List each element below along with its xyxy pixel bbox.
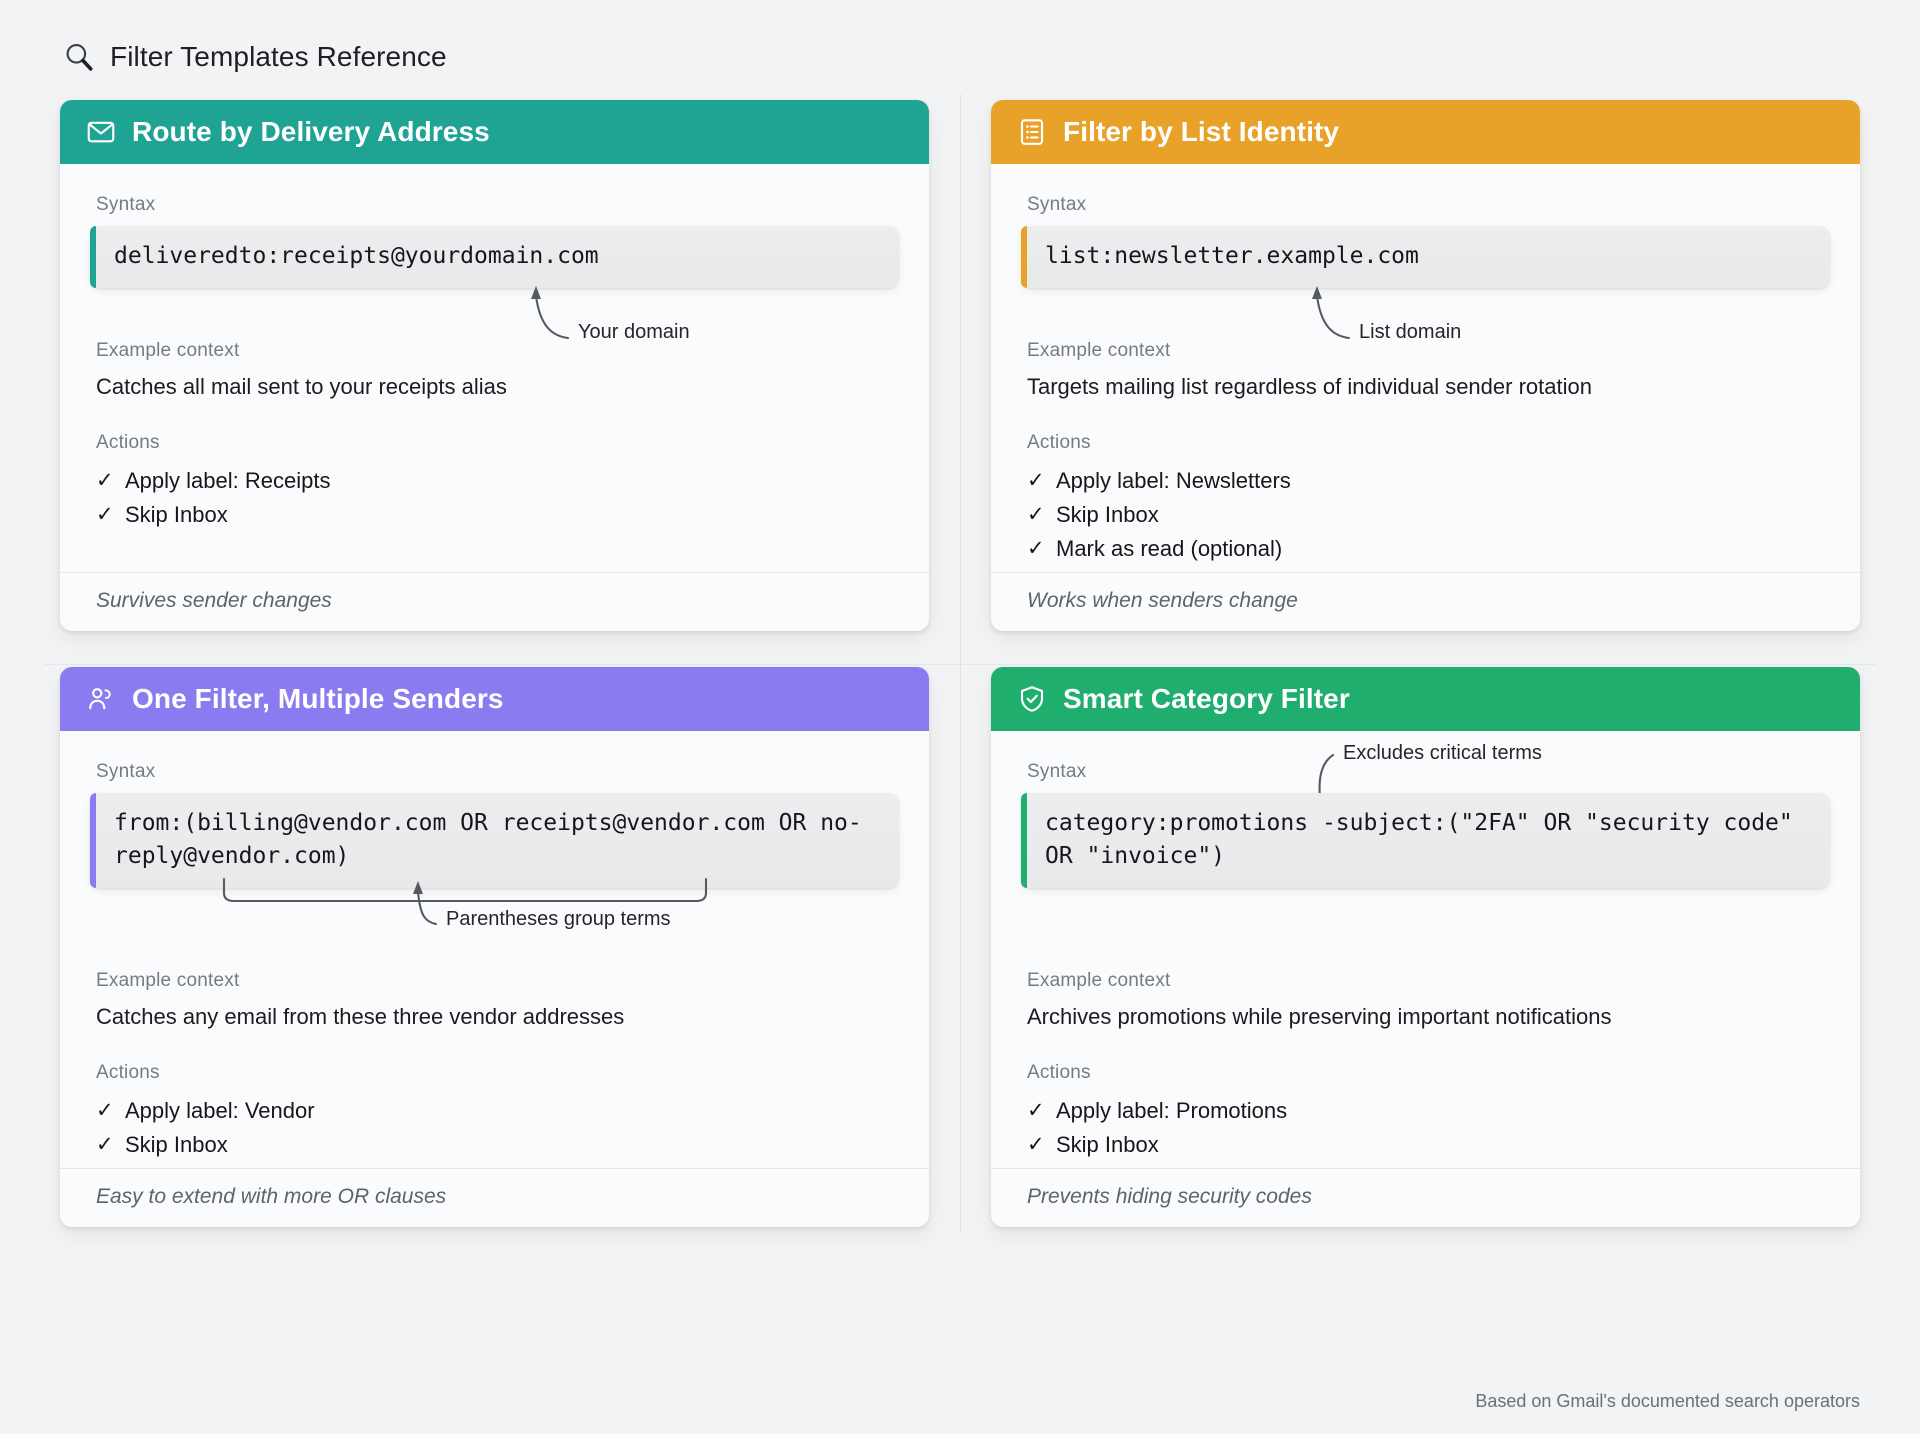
example-context-text: Catches any email from these three vendo… (96, 1004, 625, 1029)
example-context-label: Example context (96, 970, 240, 991)
action-item: ✓ Apply label: Receipts (96, 464, 899, 498)
action-label: Apply label: Promotions (1056, 1098, 1288, 1123)
card-footer: Survives sender changes (60, 572, 929, 631)
card-title: Route by Delivery Address (132, 116, 490, 147)
check-icon: ✓ (1027, 469, 1045, 492)
example-context-label: Example context (1027, 970, 1171, 991)
action-label: Apply label: Newsletters (1056, 468, 1291, 493)
syntax-label: Syntax (1027, 194, 1087, 215)
card-header: One Filter, Multiple Senders (60, 667, 929, 731)
check-icon: ✓ (1027, 1133, 1045, 1156)
check-icon: ✓ (96, 1099, 114, 1122)
action-label: Skip Inbox (125, 1132, 228, 1157)
actions-label: Actions (1027, 432, 1091, 453)
check-icon: ✓ (96, 503, 114, 526)
card-title: One Filter, Multiple Senders (132, 683, 504, 714)
card-smart-category-filter[interactable]: Smart Category Filter Syntax Excludes cr… (991, 667, 1860, 1227)
action-item: ✓ Skip Inbox (1027, 1128, 1830, 1162)
search-icon (62, 40, 96, 74)
check-icon: ✓ (1027, 1099, 1045, 1122)
action-label: Skip Inbox (1056, 1132, 1159, 1157)
actions-list: ✓ Apply label: Vendor ✓ Skip Inbox (96, 1094, 899, 1162)
page-title: Filter Templates Reference (110, 41, 447, 72)
card-header: Route by Delivery Address (60, 100, 929, 164)
card-body: Syntax deliveredto:receipts@yourdomain.c… (60, 164, 929, 572)
list-document-icon (1017, 117, 1047, 147)
action-item: ✓ Mark as read (optional) (1027, 532, 1830, 566)
card-body: Syntax list:newsletter.example.com List … (991, 164, 1860, 572)
card-footer: Easy to extend with more OR clauses (60, 1168, 929, 1227)
action-label: Skip Inbox (1056, 502, 1159, 527)
action-item: ✓ Skip Inbox (96, 498, 899, 532)
card-title: Filter by List Identity (1063, 116, 1340, 147)
cards-grid: Route by Delivery Address Syntax deliver… (44, 94, 1876, 1233)
card-filter-by-list-identity[interactable]: Filter by List Identity Syntax list:news… (991, 100, 1860, 631)
annotation-list-domain: List domain (1263, 280, 1461, 344)
action-label: Apply label: Vendor (125, 1098, 315, 1123)
check-icon: ✓ (96, 469, 114, 492)
action-item: ✓ Apply label: Promotions (1027, 1094, 1830, 1128)
syntax-label: Syntax (96, 761, 156, 782)
card-header: Filter by List Identity (991, 100, 1860, 164)
actions-list: ✓ Apply label: Newsletters ✓ Skip Inbox … (1027, 464, 1830, 566)
action-item: ✓ Apply label: Newsletters (1027, 464, 1830, 498)
card-body: Syntax from:(billing@vendor.com OR recei… (60, 731, 929, 1168)
syntax-code[interactable]: list:newsletter.example.com (1021, 226, 1830, 288)
example-context-label: Example context (1027, 340, 1171, 361)
action-label: Apply label: Receipts (125, 468, 331, 493)
syntax-code[interactable]: deliveredto:receipts@yourdomain.com (90, 226, 899, 288)
envelope-icon (86, 117, 116, 147)
card-footer: Works when senders change (991, 572, 1860, 631)
page-header: Filter Templates Reference (62, 40, 1872, 74)
action-label: Mark as read (optional) (1056, 536, 1283, 561)
example-context-label: Example context (96, 340, 240, 361)
card-footer: Prevents hiding security codes (991, 1168, 1860, 1227)
check-icon: ✓ (96, 1133, 114, 1156)
syntax-label: Syntax (1027, 761, 1087, 782)
actions-list: ✓ Apply label: Receipts ✓ Skip Inbox (96, 464, 899, 532)
shield-check-icon (1017, 684, 1047, 714)
action-label: Skip Inbox (125, 502, 228, 527)
card-body: Syntax Excludes critical terms category:… (991, 731, 1860, 1168)
syntax-label: Syntax (96, 194, 156, 215)
actions-label: Actions (96, 1062, 160, 1083)
action-item: ✓ Skip Inbox (1027, 498, 1830, 532)
check-icon: ✓ (1027, 503, 1045, 526)
annotation-your-domain: Your domain (482, 280, 690, 344)
annotation-label: Parentheses group terms (446, 908, 671, 930)
users-icon (86, 684, 116, 714)
syntax-block[interactable]: Excludes critical terms category:promoti… (1021, 742, 1830, 888)
card-route-by-delivery-address[interactable]: Route by Delivery Address Syntax deliver… (60, 100, 929, 631)
example-context-text: Catches all mail sent to your receipts a… (96, 374, 507, 399)
action-item: ✓ Apply label: Vendor (96, 1094, 899, 1128)
actions-label: Actions (96, 432, 160, 453)
syntax-block[interactable]: deliveredto:receipts@yourdomain.com Your… (90, 226, 899, 343)
check-icon: ✓ (1027, 537, 1045, 560)
example-context-text: Targets mailing list regardless of indiv… (1027, 374, 1592, 399)
syntax-block[interactable]: list:newsletter.example.com List domain (1021, 226, 1830, 343)
actions-label: Actions (1027, 1062, 1091, 1083)
syntax-code[interactable]: from:(billing@vendor.com OR receipts@ven… (90, 793, 899, 888)
action-item: ✓ Skip Inbox (96, 1128, 899, 1162)
horizontal-divider (44, 663, 1876, 665)
syntax-block[interactable]: from:(billing@vendor.com OR receipts@ven… (90, 793, 899, 930)
example-context-text: Archives promotions while preserving imp… (1027, 1004, 1612, 1029)
card-one-filter-multiple-senders[interactable]: One Filter, Multiple Senders Syntax from… (60, 667, 929, 1227)
card-header: Smart Category Filter (991, 667, 1860, 731)
footnote: Based on Gmail's documented search opera… (1475, 1391, 1860, 1411)
card-title: Smart Category Filter (1063, 683, 1350, 714)
actions-list: ✓ Apply label: Promotions ✓ Skip Inbox (1027, 1094, 1830, 1162)
syntax-code[interactable]: category:promotions -subject:("2FA" OR "… (1021, 793, 1830, 888)
